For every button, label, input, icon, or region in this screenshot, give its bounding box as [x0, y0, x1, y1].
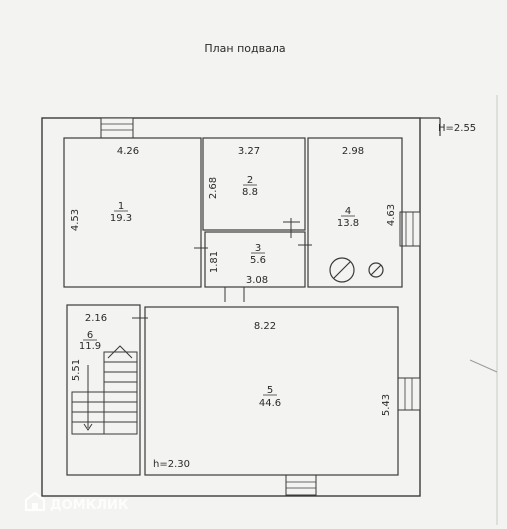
room-4-number: 4	[345, 206, 351, 217]
domclick-logo-icon	[24, 491, 46, 512]
room-5-number: 5	[267, 385, 273, 396]
room-2-depth: 2.68	[208, 177, 219, 199]
room-3	[204, 231, 306, 288]
room-3-area: 5.6	[250, 255, 266, 266]
room-3-number: 3	[255, 243, 261, 254]
room-3-width: 3.08	[246, 275, 268, 286]
window-right-room5	[397, 377, 421, 411]
height-total-label: H=2.55	[438, 123, 476, 134]
boiler-small-icon	[368, 262, 384, 278]
room-6	[66, 304, 141, 476]
room-2-number: 2	[247, 175, 253, 186]
height-clear-label: h=2.30	[153, 459, 190, 470]
room-6-area: 11.9	[79, 341, 101, 352]
room-1	[63, 137, 202, 288]
room-4	[307, 137, 403, 288]
room-5-area: 44.6	[259, 398, 281, 409]
room-6-depth: 5.51	[71, 359, 82, 381]
room-4-width: 2.98	[342, 146, 364, 157]
domclick-watermark: ДОМКЛИК	[24, 491, 129, 513]
room-2-width: 3.27	[238, 146, 260, 157]
room-4-area: 13.8	[337, 218, 359, 229]
boiler-large-icon	[329, 257, 355, 283]
room-3-depth: 1.81	[209, 251, 220, 273]
plan-title: План подвала	[204, 42, 285, 55]
room-1-number: 1	[118, 201, 124, 212]
room-5-width: 8.22	[254, 321, 276, 332]
room-5	[144, 306, 399, 476]
room-2-area: 8.8	[242, 187, 258, 198]
room-6-number: 6	[87, 330, 93, 341]
outer-wall	[41, 117, 421, 497]
room-1-depth: 4.53	[70, 209, 81, 231]
room-5-depth: 5.43	[381, 394, 392, 416]
room-1-area: 19.3	[110, 213, 132, 224]
room-4-depth: 4.63	[386, 204, 397, 226]
room-6-width: 2.16	[85, 313, 107, 324]
window-bottom	[285, 474, 317, 496]
staircase	[71, 345, 138, 435]
room-2	[202, 137, 306, 231]
watermark-text: ДОМКЛИК	[50, 498, 129, 513]
leader-line	[469, 359, 498, 373]
window-right-room4	[399, 211, 421, 247]
window-top	[100, 117, 134, 139]
room-1-width: 4.26	[117, 146, 139, 157]
